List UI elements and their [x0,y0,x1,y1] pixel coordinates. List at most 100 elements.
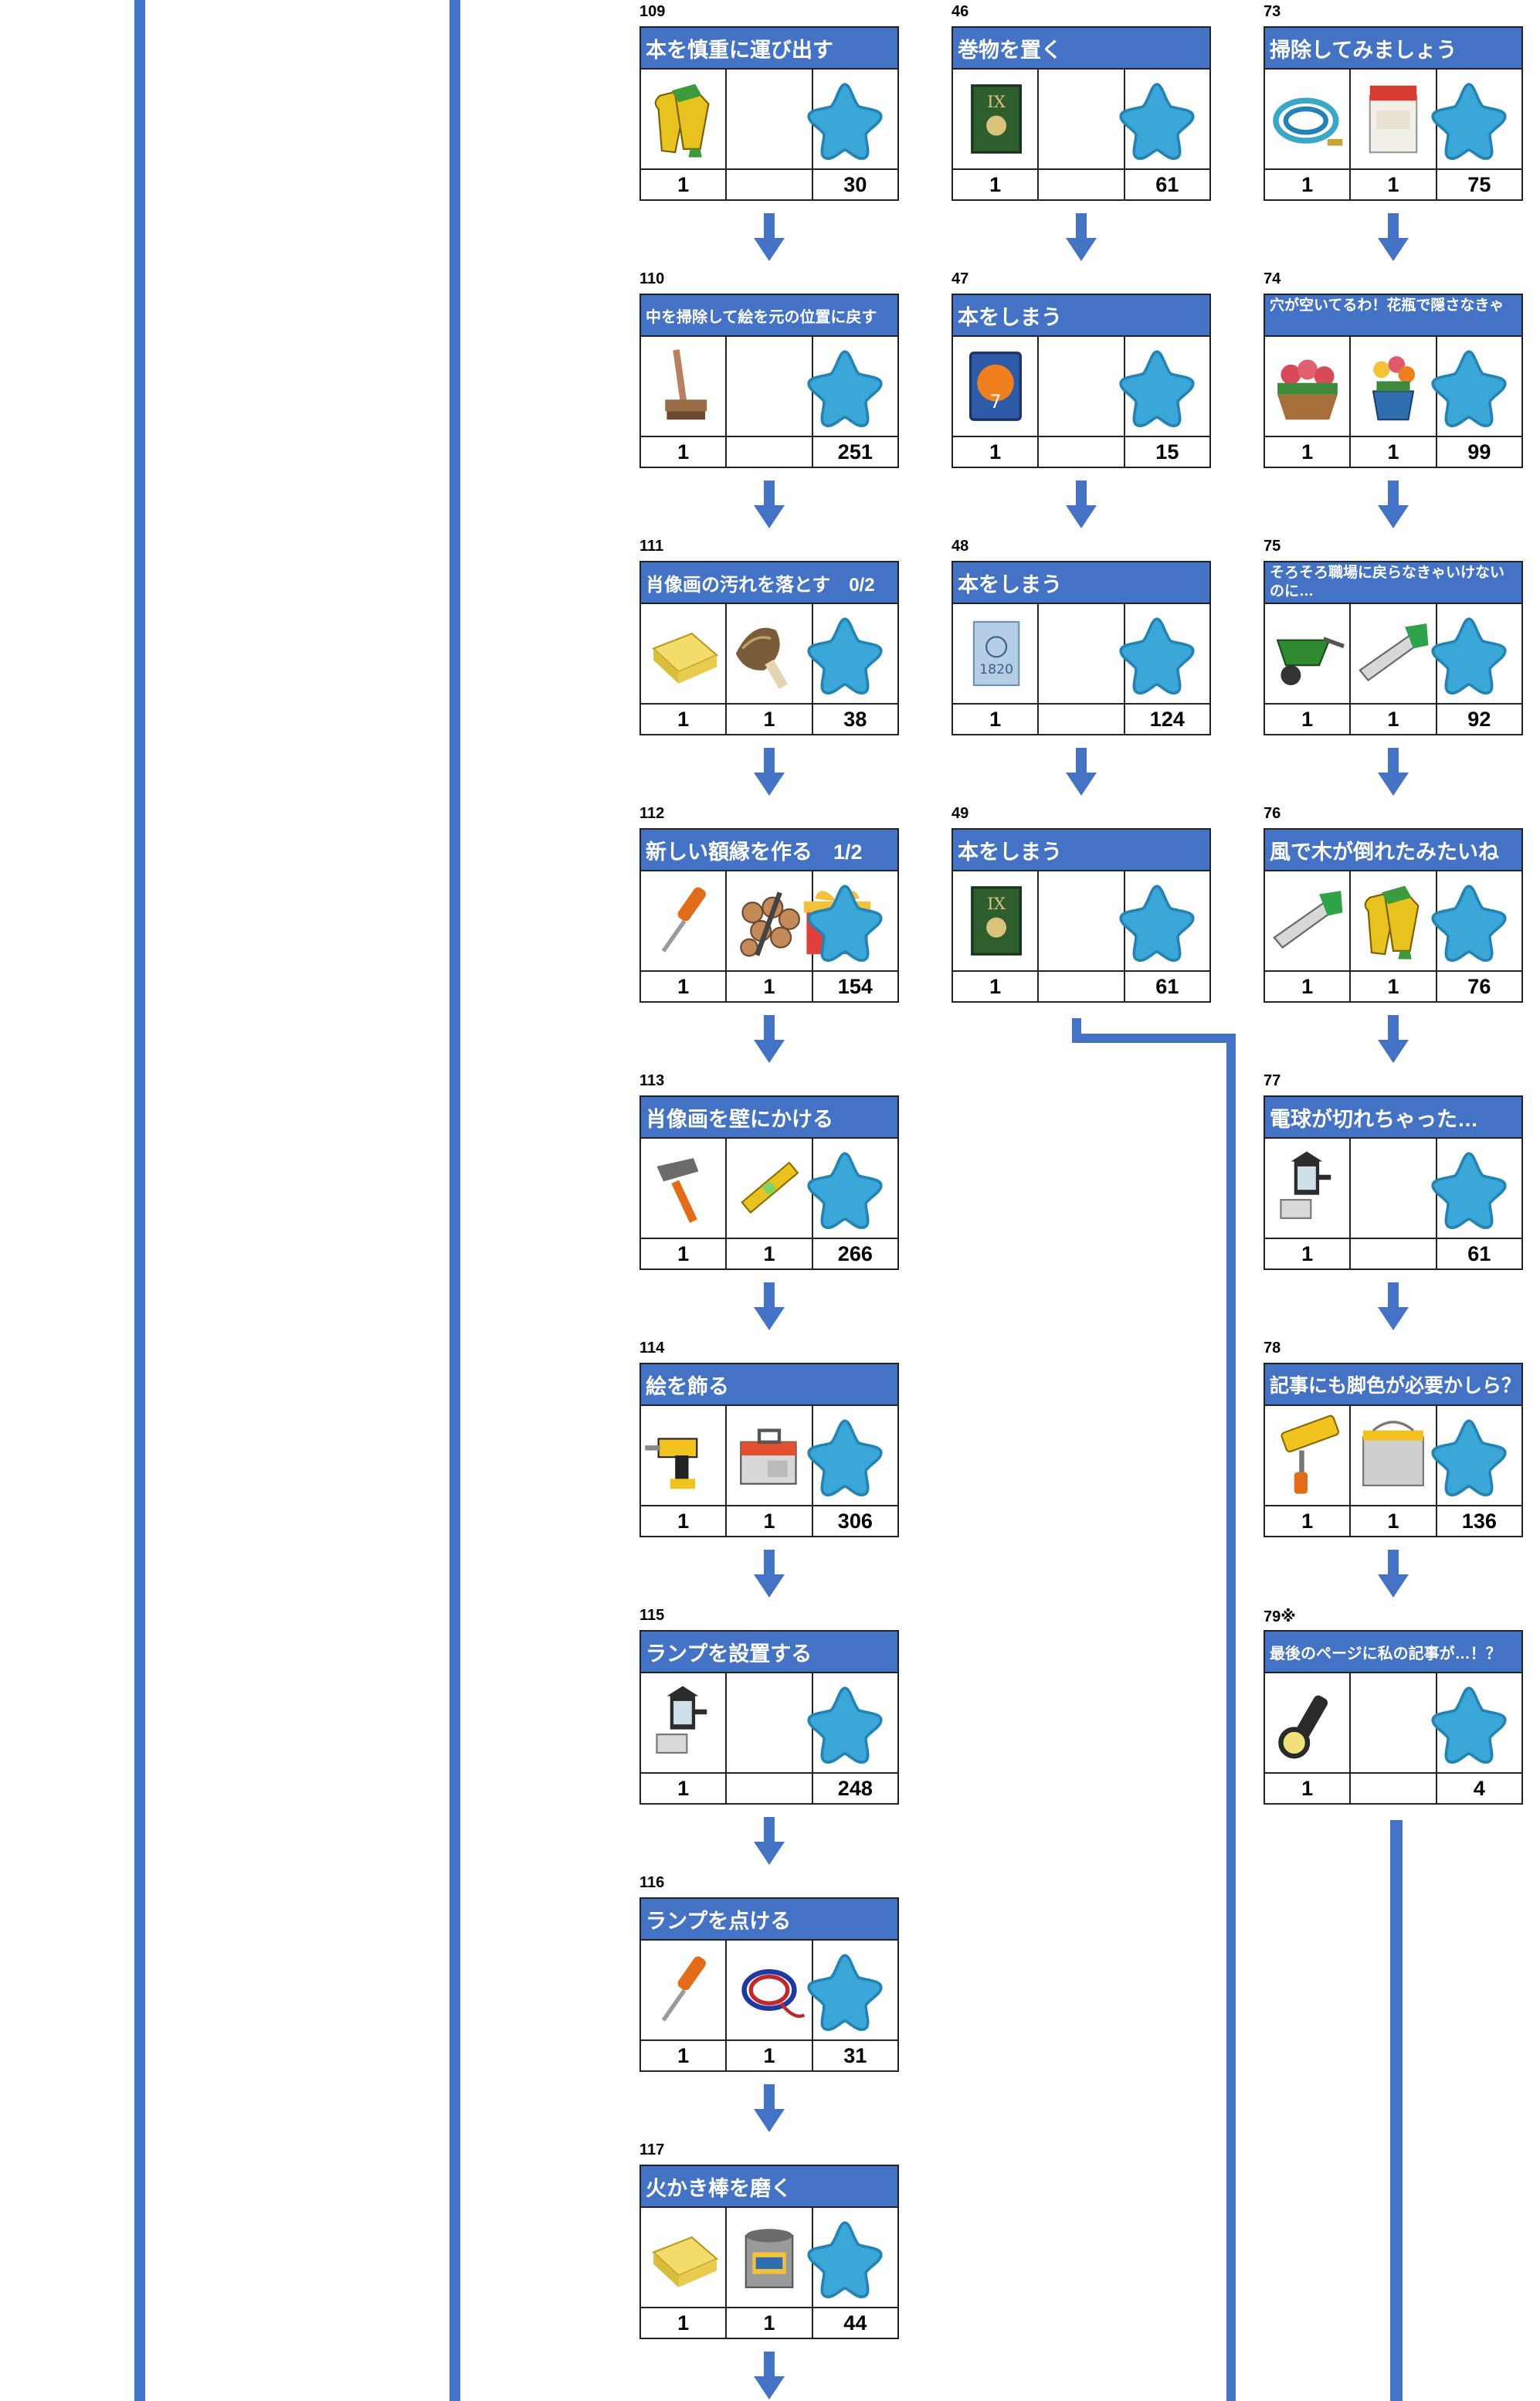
item-count-2: 1 [1351,437,1437,468]
item-count-1: 1 [641,2308,728,2339]
item-count-1: 1 [953,437,1040,468]
item-cell-1 [641,2208,728,2308]
arrow-down-icon [754,2352,785,2401]
wire-icon [728,1948,811,2032]
quest-number: 75 [1264,538,1281,555]
item-count-2 [1039,170,1125,201]
item-count-2 [1039,705,1125,735]
reward-star-icon [803,2217,887,2301]
item-cell-1 [1265,1673,1352,1774]
item-count-1: 1 [641,1239,728,1270]
quest-number: 117 [639,2141,665,2158]
level-icon [728,1146,811,1230]
reward-star-icon [1115,346,1199,430]
quest-card-47: 47 本をしまう 1 15 [951,270,1211,468]
arrow-down-icon [1066,213,1097,263]
arrow-down-icon [1378,1015,1409,1065]
item-cell-1 [641,1139,728,1239]
reward-star-icon [803,1415,887,1499]
reward-cell [813,2208,899,2308]
quest-card-77: 77 電球が切れちゃった… 1 61 [1264,1072,1523,1270]
reward-star-icon [1427,1148,1511,1231]
reward-cell [1437,70,1523,170]
connector-line-49-vertical [1226,1034,1236,2401]
reward-star-icon [803,881,887,964]
item-cell-1 [1265,70,1352,170]
quest-number: 78 [1264,1340,1281,1357]
item-count-1: 1 [641,1506,728,1537]
arrow-down-icon [754,213,785,263]
item-cell-1 [641,70,728,170]
reward-cell [813,70,899,170]
item-cell-2 [1351,871,1437,972]
quest-card-111: 111 肖像画の汚れを落とす 0/2 1 1 38 [639,538,899,735]
quest-number: 73 [1264,3,1281,20]
item-count-1: 1 [1265,1506,1352,1537]
reward-value: 4 [1437,1774,1523,1805]
quest-card-74: 74 穴が空いてるわ！花瓶で隠さなきゃ 1 1 99 [1264,270,1523,468]
item-cell-2 [1039,871,1125,972]
arrow-down-icon [1066,481,1097,530]
quest-title: ランプを設置する [639,1630,899,1673]
item-cell-1 [953,604,1040,705]
reward-cell [1125,70,1211,170]
reward-cell [813,604,899,705]
item-count-1: 1 [641,437,728,468]
arrow-down-icon [1378,1282,1409,1332]
item-count-1: 1 [1265,1239,1352,1270]
item-cell-1 [641,871,728,972]
reward-value: 124 [1124,705,1211,735]
reward-value: 75 [1437,170,1523,201]
reward-star-icon [803,1148,887,1231]
connector-line-left-2 [449,0,460,2401]
reward-star-icon [1427,1683,1511,1766]
reward-value: 248 [812,1774,899,1805]
quest-card-49: 49 本をしまう 1 61 [951,805,1211,1003]
item-cell-2 [1351,337,1437,437]
item-cell-2 [1039,337,1125,437]
item-cell-2 [1039,604,1125,705]
quest-card-109: 109 本を慎重に運び出す 1 30 [639,3,899,201]
book-icon [954,879,1037,963]
reward-cell [1437,1406,1523,1506]
item-count-2: 1 [1351,1506,1437,1537]
quest-card-116: 116 ランプを点ける 1 1 31 [639,1874,899,2072]
quest-title: 掃除してみましょう [1264,26,1523,70]
quest-number: 76 [1264,805,1281,822]
reward-value: 76 [1437,972,1523,1003]
item-count-2: 1 [727,1239,813,1270]
quest-card-113: 113 肖像画を壁にかける 1 1 266 [639,1072,899,1270]
reward-star-icon [1427,79,1511,162]
quest-card-46: 46 巻物を置く 1 61 [951,3,1211,201]
item-cell-2 [1039,70,1125,170]
quest-number: 111 [639,538,664,555]
gloves-icon [642,77,725,161]
reward-value: 154 [812,972,899,1003]
arrow-down-icon [754,2084,785,2134]
item-count-1: 1 [1265,1774,1352,1805]
item-cell-1 [953,70,1040,170]
item-cell-2 [1351,604,1437,705]
item-cell-1 [1265,337,1352,437]
feather-duster-icon [728,612,811,695]
saw-icon [1352,612,1435,695]
arrow-down-icon [754,748,785,797]
arrow-down-icon [1378,481,1409,530]
quest-title: 最後のページに私の記事が…！？ [1264,1630,1523,1673]
paint-bucket-icon [1352,1414,1435,1497]
quest-number: 48 [951,538,969,555]
item-count-1: 1 [953,170,1040,201]
card-book-icon [954,345,1037,428]
drill-icon [642,1414,725,1497]
item-count-1: 1 [641,1774,728,1805]
reward-cell [813,1139,899,1239]
reward-star-icon [803,1950,887,2033]
quest-number: 113 [639,1072,665,1089]
item-cell-1 [641,604,728,705]
quest-title: 肖像画の汚れを落とす 0/2 [639,561,899,604]
item-count-1: 1 [641,972,728,1003]
reward-star-icon [803,346,887,430]
quest-title: 中を掃除して絵を元の位置に戻す [639,294,899,337]
quest-title: 穴が空いてるわ！花瓶で隠さなきゃ [1264,294,1523,337]
reward-value: 61 [1124,972,1211,1003]
